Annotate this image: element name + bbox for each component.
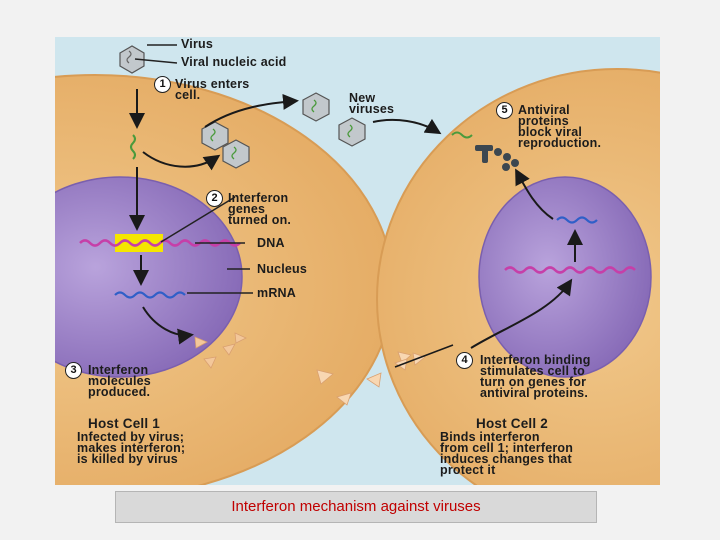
new-virus-2: [222, 139, 250, 169]
step-4-label: Interferon binding stimulates cell to tu…: [480, 353, 591, 400]
step-3-label: Interferon molecules produced.: [88, 363, 151, 399]
caption-box: Interferon mechanism against viruses: [115, 491, 597, 523]
dna-strand-cell-2: [504, 266, 636, 274]
diagram-graphics: [55, 44, 660, 485]
nucleus-label: Nucleus: [257, 262, 308, 276]
mrna-cell-2: [556, 216, 598, 224]
mrna-label: mRNA: [257, 286, 296, 300]
dna-label: DNA: [257, 236, 285, 250]
interferon-diagram: Virus Viral nucleic acid 1 Virus enters …: [55, 37, 660, 485]
host-cell-2-description: Binds interferon from cell 1; interferon…: [440, 430, 574, 477]
step-5-label: Antiviral proteins block viral reproduct…: [518, 103, 602, 150]
new-viruses-label: New viruses: [349, 91, 395, 116]
mrna-cell-1: [114, 291, 186, 299]
viral-nucleic-acid-label: Viral nucleic acid: [181, 55, 287, 69]
step-2-label: Interferon genes turned on.: [228, 191, 292, 227]
step-2-marker: 2: [206, 190, 223, 207]
step-3-marker: 3: [65, 362, 82, 379]
viral-rna-cell-2: [451, 131, 473, 139]
host-cell-2-title: Host Cell 2: [476, 416, 548, 431]
dna-strand-cell-1: [79, 239, 241, 247]
virus-label: Virus: [181, 37, 214, 51]
caption-text: Interferon mechanism against viruses: [231, 498, 481, 515]
step-1-label: Virus enters cell.: [175, 77, 250, 102]
step-1-marker: 1: [154, 76, 171, 93]
nucleus-cell-2: [478, 176, 652, 378]
host-cell-1-description: Infected by virus; makes interferon; is …: [77, 430, 186, 466]
new-virus-3: [302, 92, 330, 122]
new-virus-4: [338, 117, 366, 147]
step-4-marker: 4: [456, 352, 473, 369]
viral-nucleic-acid: [130, 134, 136, 160]
host-cell-1-title: Host Cell 1: [88, 416, 160, 431]
interferon-molecules-cell-1: [194, 332, 247, 369]
antiviral-protein: [475, 145, 519, 171]
virus-legend-icon: [119, 45, 145, 74]
step-5-marker: 5: [496, 102, 513, 119]
